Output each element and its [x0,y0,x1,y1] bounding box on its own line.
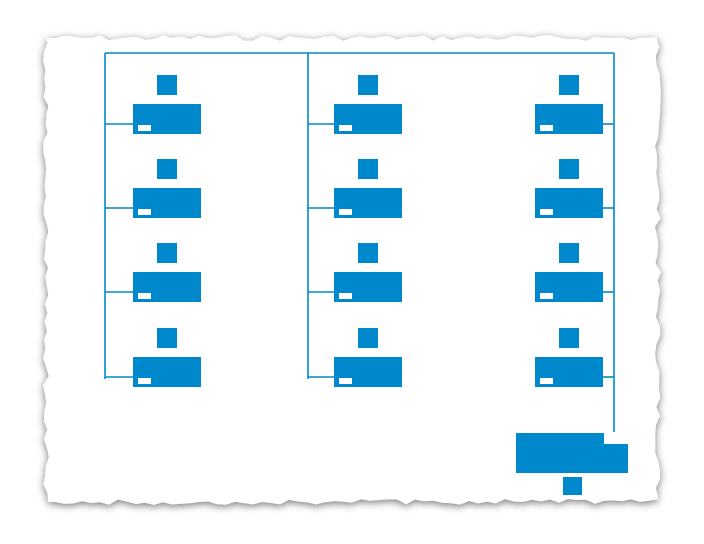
node-indicator [339,209,352,215]
node-indicator [138,293,151,299]
network-node-right-2 [535,159,603,218]
node-indicator [540,293,553,299]
node-indicator [339,125,352,131]
device-square-icon [559,159,579,179]
device-square-icon [157,159,177,179]
device-square-icon [559,243,579,263]
network-node-left-4 [133,328,201,387]
device-square-icon [358,328,378,348]
device-square-icon [358,243,378,263]
device-square-icon [559,75,579,95]
network-node-middle-3 [334,243,402,302]
node-layer [133,75,628,495]
device-square-icon [563,477,582,495]
node-indicator [540,125,553,131]
node-indicator [138,378,151,384]
node-indicator [339,293,352,299]
node-indicator [138,209,151,215]
network-node-bottom-right [516,433,628,495]
network-node-middle-2 [334,159,402,218]
node-indicator [540,378,553,384]
node-indicator [339,378,352,384]
terminal-node-indicator [604,433,628,444]
network-node-middle-1 [334,75,402,134]
network-node-right-1 [535,75,603,134]
device-square-icon [157,75,177,95]
network-node-left-3 [133,243,201,302]
network-node-left-1 [133,75,201,134]
device-square-icon [559,328,579,348]
network-node-left-2 [133,159,201,218]
node-indicator [138,125,151,131]
paper-sheet [43,35,661,505]
connector-lines [104,52,615,432]
node-indicator [540,209,553,215]
torn-paper [43,35,661,505]
device-square-icon [157,243,177,263]
network-node-right-3 [535,243,603,302]
device-square-icon [157,328,177,348]
network-node-right-4 [535,328,603,387]
network-node-middle-4 [334,328,402,387]
device-square-icon [358,75,378,95]
device-square-icon [358,159,378,179]
